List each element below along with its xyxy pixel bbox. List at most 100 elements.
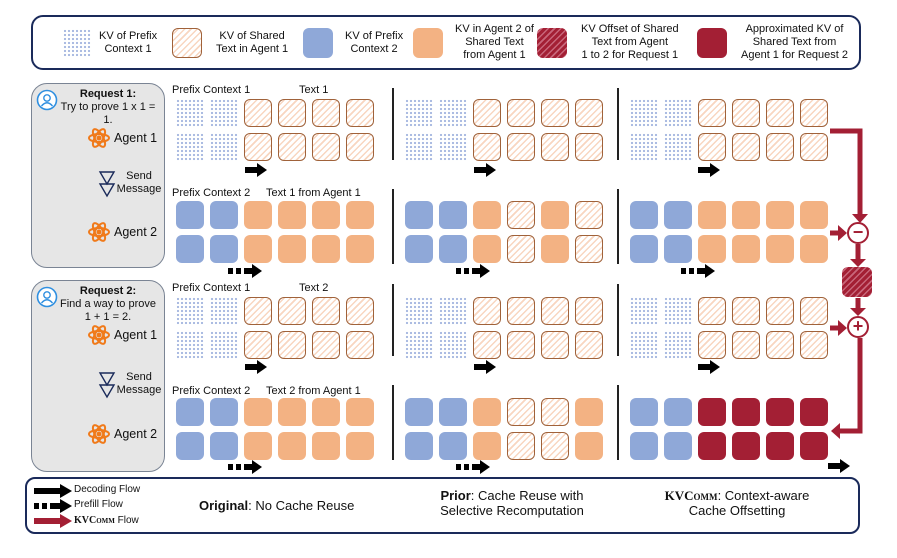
shared-text-kv <box>766 99 794 127</box>
prefix-context-1-kv <box>210 331 238 359</box>
prefix-context-2-kv <box>210 201 238 229</box>
approximated-kv <box>698 432 726 460</box>
prefix-context-2-swatch-icon <box>303 27 333 58</box>
shared-text-kv <box>507 133 535 161</box>
shared-text-kv <box>473 331 501 359</box>
prefix-context-label: Prefix Context 2 <box>172 187 251 199</box>
prefix-context-1-kv <box>176 133 204 161</box>
column-divider <box>617 88 619 160</box>
shared-text-kv <box>507 432 535 460</box>
shared-text-kv <box>507 99 535 127</box>
prefix-context-1-kv <box>176 99 204 127</box>
shared-text-kv <box>507 331 535 359</box>
shared-text-kv <box>575 331 603 359</box>
shared-text-kv <box>312 297 340 325</box>
prefill-flow-arrow-icon <box>34 499 72 513</box>
send-label: Message <box>116 183 162 195</box>
agent2-text-kv <box>346 432 374 460</box>
agent2-text-kv <box>278 398 306 426</box>
shared-text-kv <box>312 133 340 161</box>
prefix-context-2-kv <box>176 235 204 263</box>
legend-label: KV Offset of Shared <box>581 23 679 35</box>
prefix-context-1-kv <box>630 99 658 127</box>
user-icon <box>36 89 58 111</box>
approximated-kv <box>732 432 760 460</box>
prefix-context-1-kv <box>176 297 204 325</box>
agent2-text-kv <box>800 235 828 263</box>
shared-text-kv <box>244 133 272 161</box>
agent2-text-kv <box>346 201 374 229</box>
shared-text-kv <box>800 297 828 325</box>
request-1-panel: Request 1: Try to prove 1 x 1 =1. Agent … <box>31 83 165 268</box>
text-label: Text 2 from Agent 1 <box>266 385 361 397</box>
legend-label: 1 to 2 for Request 1 <box>581 49 679 61</box>
prefix-context-label: Prefix Context 1 <box>172 282 251 294</box>
shared-text-kv <box>575 133 603 161</box>
prefix-context-1-kv <box>664 297 692 325</box>
prefill-flow-arrow-icon <box>456 460 490 474</box>
prefix-context-1-kv <box>439 297 467 325</box>
shared-text-kv <box>346 133 374 161</box>
agent2-text-kv <box>278 201 306 229</box>
prefix-context-2-kv <box>405 201 433 229</box>
approx-kv-swatch-icon <box>697 27 727 58</box>
shared-text-kv <box>244 331 272 359</box>
legend-label: KV of Shared <box>219 29 285 42</box>
approximated-kv <box>766 398 794 426</box>
approximated-kv <box>698 398 726 426</box>
legend-label: KV of Prefix <box>99 29 158 42</box>
prefix-context-1-kv <box>405 99 433 127</box>
prefix-context-2-kv <box>405 432 433 460</box>
prefix-context-1-kv <box>630 331 658 359</box>
agent2-text-kv <box>244 235 272 263</box>
shared-text-swatch-icon <box>172 27 202 58</box>
shared-text-kv <box>278 99 306 127</box>
prefix-context-2-kv <box>439 432 467 460</box>
prefix-context-1-kv <box>630 297 658 325</box>
send-label: Message <box>116 384 162 396</box>
agent2-text-kv <box>541 235 569 263</box>
text-label: Text 1 from Agent 1 <box>266 187 361 199</box>
agent-1-label: Agent 1 <box>88 128 157 148</box>
request-text-line: Find a way to prove <box>60 298 156 310</box>
legend-label: Text in Agent 1 <box>216 42 289 55</box>
agent2-text-kv <box>698 201 726 229</box>
agent2-text-kv <box>766 235 794 263</box>
agent-atom-icon <box>88 128 110 148</box>
prefix-context-2-kv <box>664 235 692 263</box>
prefix-context-1-kv <box>439 331 467 359</box>
legend-label: from Agent 1 <box>463 49 526 61</box>
kvcomm-bold: KVComm <box>664 488 718 503</box>
decoding-flow-arrow-icon <box>698 360 720 374</box>
agent2-text-kv <box>346 398 374 426</box>
shared-text-kv <box>312 99 340 127</box>
send-message-icon <box>98 171 116 198</box>
prior-line-2: Selective Recomputation <box>440 503 584 518</box>
shared-text-kv <box>541 297 569 325</box>
shared-text-kv <box>278 133 306 161</box>
prefix-context-label: Prefix Context 1 <box>172 84 251 96</box>
shared-text-kv <box>473 133 501 161</box>
minus-operator-icon: − <box>847 222 869 244</box>
prefix-context-1-kv <box>630 133 658 161</box>
legend-label: Agent 1 for Request 2 <box>741 49 849 61</box>
prefix-context-2-kv <box>664 432 692 460</box>
agent-label: Agent 2 <box>114 427 158 441</box>
prefix-context-1-kv <box>210 99 238 127</box>
agent2-text-kv <box>346 235 374 263</box>
agent-2-label: Agent 2 <box>88 424 157 444</box>
prefix-context-2-kv <box>630 432 658 460</box>
approximated-kv <box>800 398 828 426</box>
shared-text-kv <box>507 201 535 229</box>
prefix-context-1-kv <box>664 133 692 161</box>
shared-text-kv <box>507 235 535 263</box>
shared-text-kv <box>732 297 760 325</box>
agent2-text-kv <box>244 398 272 426</box>
shared-text-kv <box>541 398 569 426</box>
send-label: Send <box>126 170 152 182</box>
